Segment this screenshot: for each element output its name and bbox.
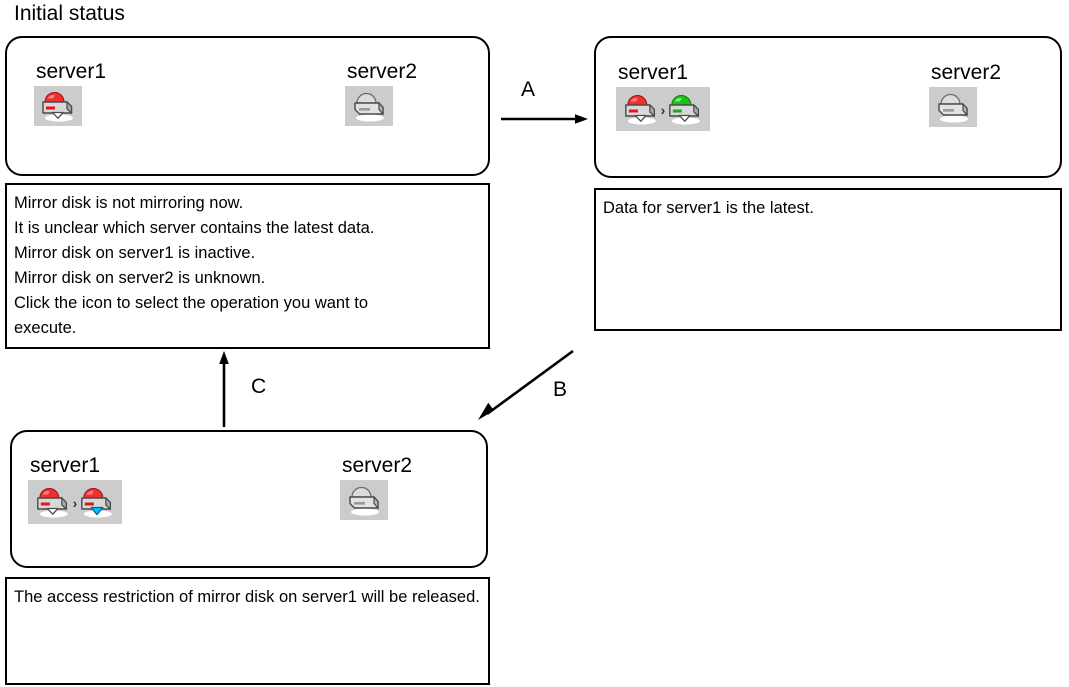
- arrow-label-a: A: [521, 78, 536, 101]
- node-result-b: server1 ›: [10, 430, 488, 568]
- description-initial-status: Mirror disk is not mirroring now. It is …: [5, 183, 490, 349]
- server-group-result-b-server2: server2: [340, 453, 412, 522]
- arrow-label-c: C: [251, 375, 267, 398]
- description-result-a: Data for server1 is the latest.: [594, 188, 1062, 331]
- server-name-label: server1: [618, 61, 689, 84]
- mirror-disk-red-to-green-icon[interactable]: ›: [616, 87, 710, 131]
- description-line: The access restriction of mirror disk on…: [14, 588, 480, 606]
- mirror-disk-unknown-gray-icon[interactable]: [345, 86, 393, 126]
- description-line: Click the icon to select the operation y…: [14, 294, 369, 312]
- transition-chevron-icon: ›: [72, 495, 78, 511]
- description-result-b: The access restriction of mirror disk on…: [5, 577, 490, 685]
- node-initial-status: server1 server2: [5, 36, 490, 176]
- mirror-disk-unknown-gray-icon[interactable]: [340, 480, 388, 520]
- server-name-label: server1: [30, 454, 101, 477]
- mirror-disk-unknown-gray-icon[interactable]: [929, 87, 977, 127]
- server-group-result-a-server1: server1 ›: [616, 60, 710, 131]
- description-line: Data for server1 is the latest.: [603, 199, 814, 217]
- server-name-label: server2: [931, 61, 1002, 84]
- arrow-label-b: B: [553, 378, 568, 401]
- page-title: Initial status: [14, 2, 125, 25]
- mirror-disk-inactive-red-icon[interactable]: [34, 86, 82, 126]
- description-line: execute.: [14, 319, 77, 337]
- server-name-label: server2: [342, 454, 413, 477]
- arrow-a: [501, 114, 588, 124]
- description-line: Mirror disk on server2 is unknown.: [14, 269, 266, 287]
- arrow-b: [478, 349, 574, 420]
- server-group-initial-server2: server2: [345, 59, 417, 128]
- server-group-result-a-server2: server2: [929, 60, 1001, 129]
- server-name-label: server2: [347, 60, 418, 83]
- node-result-a: server1 ›: [594, 36, 1062, 178]
- mirror-disk-red-to-access-released-icon[interactable]: ›: [28, 480, 122, 524]
- server-group-initial-server1: server1: [34, 59, 106, 128]
- transition-chevron-icon: ›: [660, 102, 666, 118]
- server-name-label: server1: [36, 60, 107, 83]
- server-group-result-b-server1: server1 ›: [28, 453, 122, 524]
- description-line: It is unclear which server contains the …: [14, 219, 375, 237]
- description-line: Mirror disk on server1 is inactive.: [14, 244, 256, 262]
- description-line: Mirror disk is not mirroring now.: [14, 194, 244, 212]
- arrow-c: [219, 351, 229, 427]
